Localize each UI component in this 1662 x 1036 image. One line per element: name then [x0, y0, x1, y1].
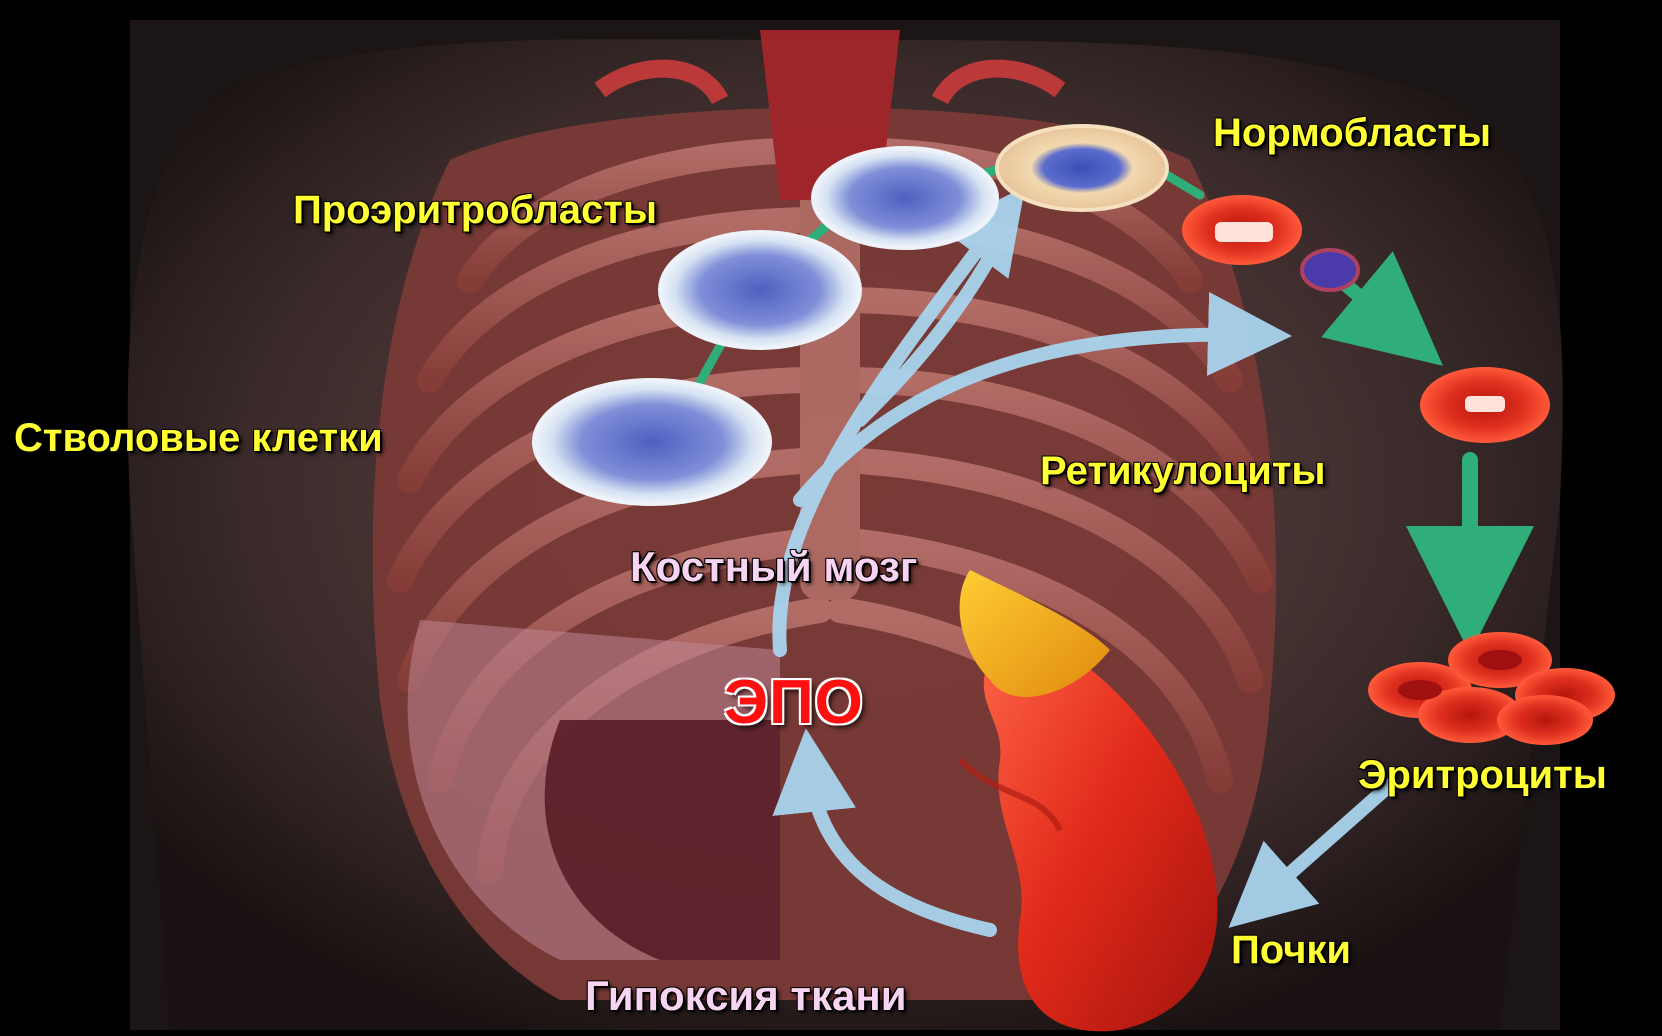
label-stem-cells: Стволовые клетки — [14, 418, 383, 458]
label-erythrocytes: Эритроциты — [1358, 755, 1607, 795]
stem-cell — [534, 380, 770, 504]
label-tissue-hypoxia: Гипоксия ткани — [585, 975, 907, 1017]
label-proerythroblasts: Проэритробласты — [293, 190, 657, 230]
label-normoblasts: Нормобласты — [1213, 113, 1491, 153]
normoblast-cell — [997, 126, 1167, 210]
label-reticulocytes: Ретикулоциты — [1040, 451, 1326, 491]
label-bone-marrow: Костный мозг — [630, 546, 917, 588]
label-epo: ЭПО — [724, 672, 864, 734]
label-kidneys: Почки — [1231, 930, 1351, 970]
